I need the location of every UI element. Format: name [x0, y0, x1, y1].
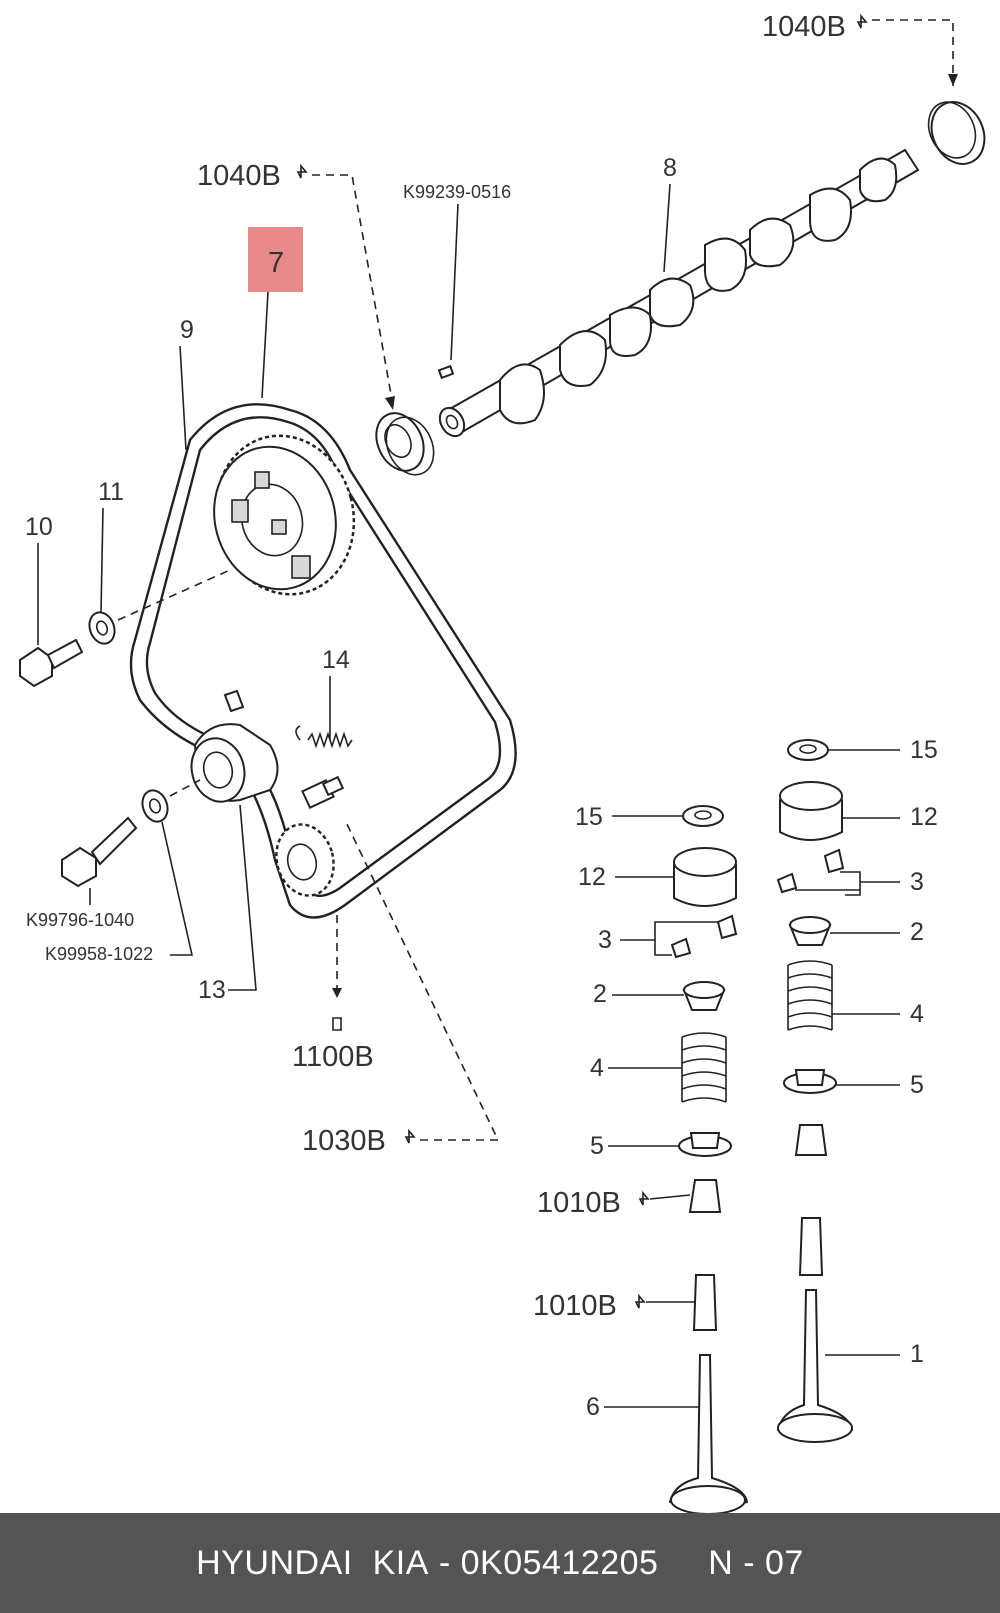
cap-plug: [927, 101, 986, 165]
ref-1030b-label: 1030B: [302, 1125, 386, 1157]
l15-label: 15: [575, 803, 603, 831]
part-8-label: 8: [663, 154, 677, 182]
part-7-highlight: [248, 227, 303, 292]
r5-label: 5: [910, 1071, 924, 1099]
footer-separator: -: [428, 1543, 461, 1582]
footer-spacer: [658, 1544, 708, 1583]
l5-label: 5: [590, 1132, 604, 1160]
valve-stack-right: [776, 739, 861, 1443]
footer-page: N - 07: [708, 1543, 804, 1582]
part-13-label: 13: [198, 976, 226, 1004]
l3-label: 3: [598, 926, 612, 954]
camshaft: [438, 148, 920, 438]
r3-label: 3: [910, 868, 924, 896]
part-k99239-label: K99239-0516: [403, 182, 511, 202]
l6-label: 6: [586, 1393, 600, 1421]
r15-label: 15: [910, 736, 938, 764]
ref-1010b-a-label: 1010B: [537, 1187, 621, 1219]
ref-1040b-mid-label: 1040B: [197, 160, 281, 192]
parts-diagram: 1040B 8 K99239-0516 1040B 7 9: [19, 11, 986, 1513]
crank-sprocket: [275, 823, 335, 897]
bolt-k99796: [61, 816, 138, 888]
part-9-label: 9: [180, 316, 194, 344]
l2-label: 2: [593, 980, 607, 1008]
valve-stack-left: [668, 805, 749, 1513]
part-10-label: 10: [25, 513, 53, 541]
washer-11: [88, 611, 116, 645]
r2-label: 2: [910, 918, 924, 946]
washer-k99958: [141, 789, 169, 823]
ref-1010b-b-label: 1010B: [533, 1290, 617, 1322]
r12-label: 12: [910, 803, 938, 831]
oil-seal: [375, 412, 435, 476]
l12-label: 12: [578, 863, 606, 891]
part-14-label: 14: [322, 646, 350, 674]
part-k99796-label: K99796-1040: [26, 910, 134, 930]
r1-label: 1: [910, 1340, 924, 1368]
ref-1040b-top-label: 1040B: [762, 11, 846, 43]
ref-1100b-label: 1100B: [292, 1041, 374, 1073]
part-7-label: 7: [268, 247, 284, 279]
spring-14: [295, 725, 353, 749]
part-11-label: 11: [98, 478, 124, 506]
stud: [301, 775, 345, 809]
footer-brand: HYUNDAI KIA: [196, 1543, 429, 1582]
r4-label: 4: [910, 1000, 924, 1028]
l4-label: 4: [590, 1054, 604, 1082]
footer-part-number: 0K05412205: [460, 1543, 659, 1582]
bolt-10: [19, 638, 84, 688]
part-k99958-label: K99958-1022: [45, 944, 153, 964]
tensioner: [190, 689, 279, 803]
footer-bar: HYUNDAI KIA - 0K05412205 N - 07: [0, 1513, 1000, 1613]
cam-sprocket: [213, 434, 356, 596]
